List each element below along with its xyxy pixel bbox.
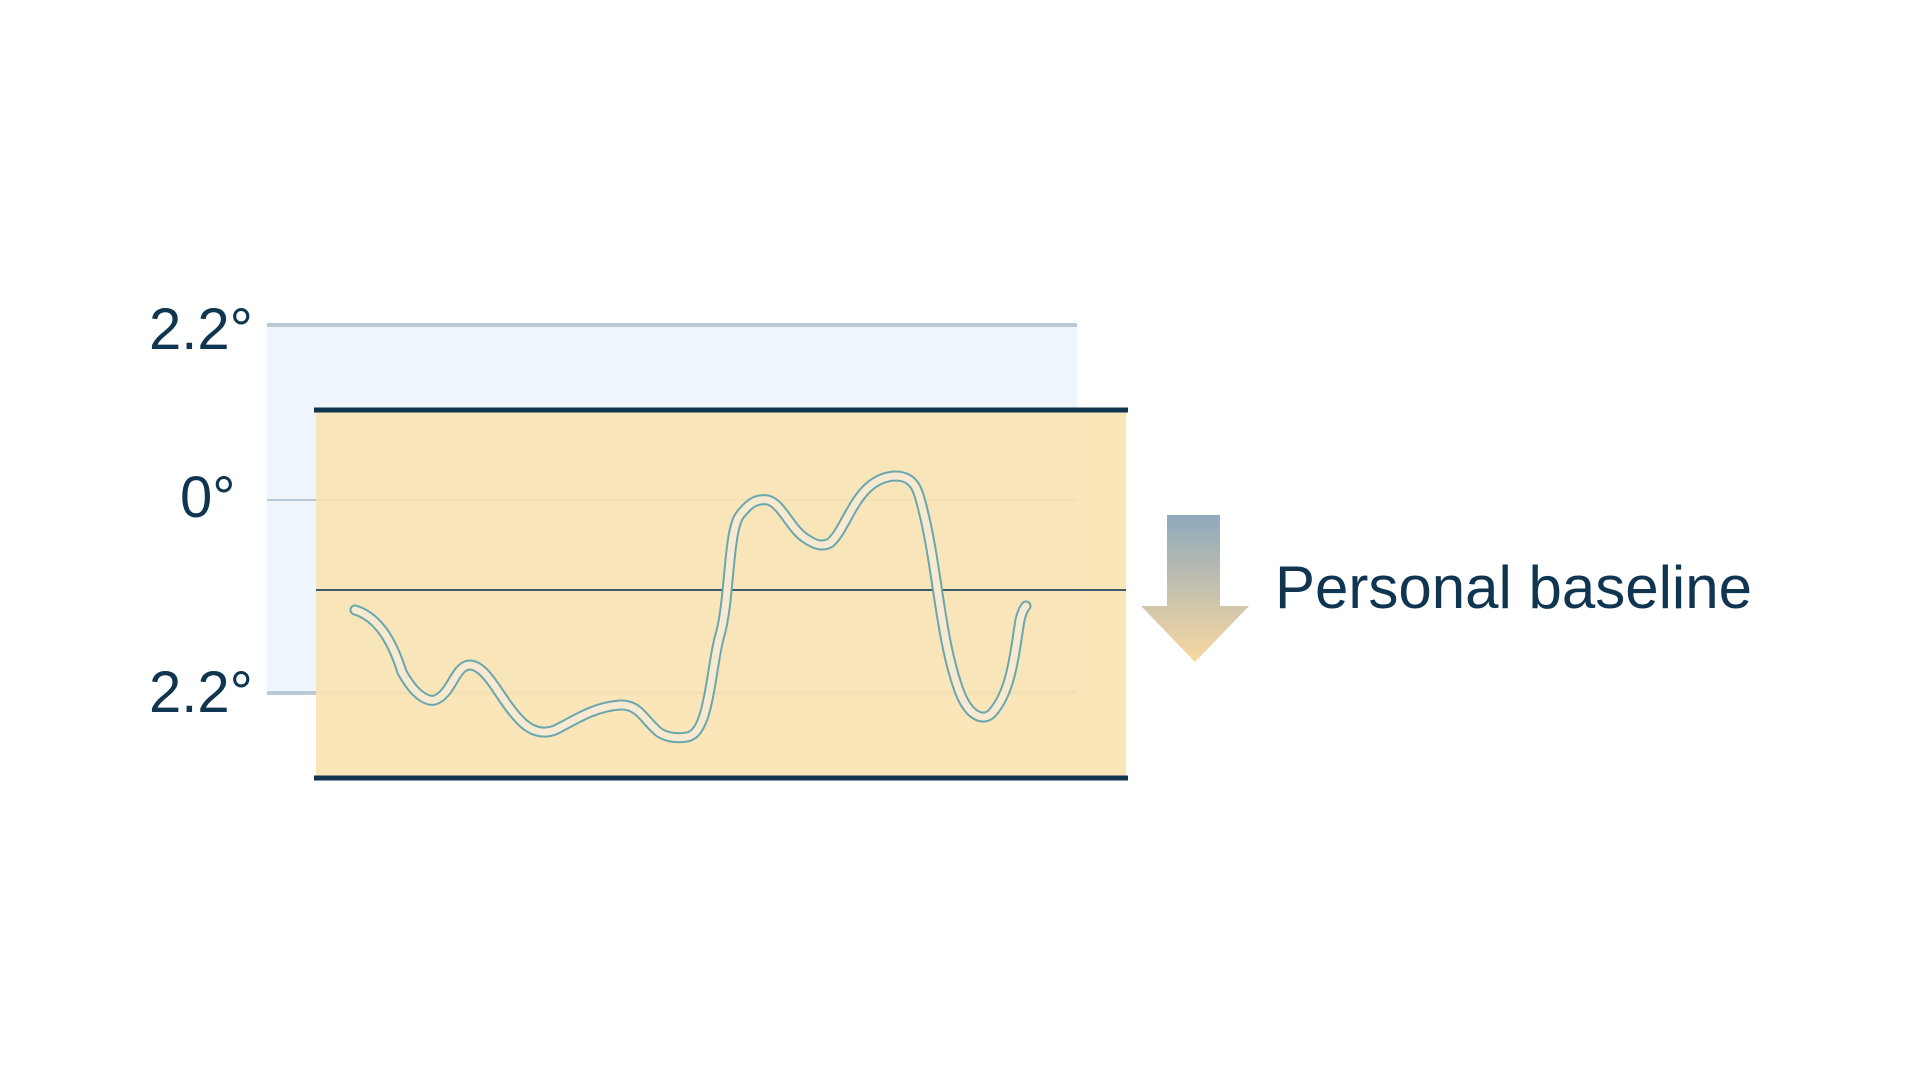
axis-label-zero: 0° <box>180 465 235 530</box>
axis-label-bottom: 2.2° <box>149 660 253 725</box>
arrow-down-icon <box>1141 515 1249 662</box>
temperature-curve <box>349 470 1032 744</box>
personal-baseline-label: Personal baseline <box>1275 554 1752 621</box>
axis-label-top: 2.2° <box>149 297 253 362</box>
personal-band <box>316 410 1126 778</box>
